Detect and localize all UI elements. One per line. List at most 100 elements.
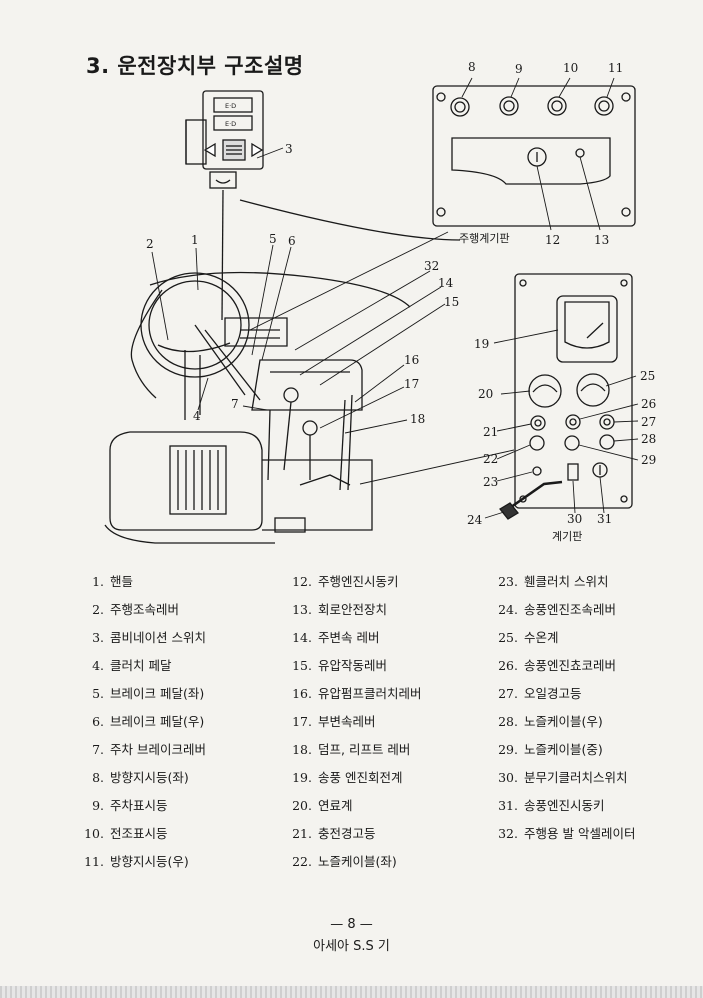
part-name: 송풍엔진조속레버 — [524, 602, 617, 617]
callout-10: 10 — [563, 61, 578, 75]
control-layout-diagram: 8 9 10 11 3 12 13 2 1 5 6 32 14 15 19 16… — [104, 60, 656, 544]
part-name: 주차표시등 — [110, 798, 168, 813]
switch-mark-bottom: E·D — [225, 120, 236, 128]
part-item: 7. 주차 브레이크레버 — [72, 736, 206, 764]
part-name: 송풍 엔진회전계 — [318, 770, 403, 785]
part-item: 31.송풍엔진시동키 — [486, 792, 635, 820]
part-item: 15. 유압작동레버 — [280, 652, 422, 680]
part-name: 송풍엔진시동키 — [524, 798, 605, 813]
part-name: 브레이크 페달(우) — [110, 714, 205, 729]
part-number: 20. — [292, 798, 312, 813]
part-name: 덤프, 리프트 레버 — [318, 742, 411, 757]
part-item: 24. 송풍엔진조속레버 — [486, 596, 635, 624]
part-item: 25.수온계 — [486, 624, 635, 652]
part-item: 14. 주변속 레버 — [280, 624, 422, 652]
parts-column-2: 12. 주행엔진시동키 13. 회로안전장치 14. 주변속 레버 15. 유압작동레버 16.… — [280, 568, 422, 876]
part-name: 노즐케이블(좌) — [318, 854, 397, 869]
part-item: 21.충전경고등 — [280, 820, 422, 848]
part-number: 10. — [84, 826, 104, 841]
part-name: 클러치 페달 — [110, 658, 172, 673]
part-item: 22. 노즐케이블(좌) — [280, 848, 422, 876]
part-name: 유압작동레버 — [318, 658, 388, 673]
part-name: 수온계 — [524, 630, 559, 645]
part-number: 32. — [498, 826, 518, 841]
callout-numbers: 8 9 10 11 3 12 13 2 1 5 6 32 14 15 19 16… — [146, 60, 656, 527]
callout-30: 30 — [567, 512, 582, 526]
part-number: 23. — [498, 574, 518, 589]
callout-14: 14 — [438, 276, 454, 290]
part-item: 16.유압펌프클러치레버 — [280, 680, 422, 708]
part-item: 26.송풍엔진쵸코레버 — [486, 652, 635, 680]
callout-29: 29 — [641, 453, 656, 467]
callout-15: 15 — [444, 295, 459, 309]
callout-6: 6 — [288, 234, 296, 248]
part-item: 20.연료계 — [280, 792, 422, 820]
part-number: 8. — [92, 770, 104, 785]
part-name: 주행엔진시동키 — [318, 574, 399, 589]
callout-24: 24 — [467, 513, 483, 527]
part-number: 15. — [292, 658, 312, 673]
part-item: 17. 부변속레버 — [280, 708, 422, 736]
instrument-panel-label: 계기판 — [552, 530, 582, 543]
callout-25: 25 — [640, 369, 655, 383]
combination-switch-drawing — [185, 90, 284, 321]
callout-9: 9 — [515, 62, 523, 76]
section-title: 3. 운전장치부 구조설명 — [86, 54, 304, 78]
part-number: 17. — [292, 714, 312, 729]
part-number: 4. — [92, 658, 104, 673]
part-item: 2.주행조속레버 — [72, 596, 206, 624]
part-item: 13. 회로안전장치 — [280, 596, 422, 624]
part-item: 5.브레이크 페달(좌) — [72, 680, 206, 708]
part-item: 30. 분무기클러치스위치 — [486, 764, 635, 792]
part-name: 노즐케이블(중) — [524, 742, 603, 757]
callout-28: 28 — [641, 432, 656, 446]
part-number: 19. — [292, 770, 312, 785]
part-item: 8.방향지시등(좌) — [72, 764, 206, 792]
part-number: 22. — [292, 854, 312, 869]
part-name: 주변속 레버 — [318, 630, 380, 645]
callout-21: 21 — [483, 425, 498, 439]
page-number: — 8 — — [330, 917, 373, 932]
part-number: 13. — [292, 602, 312, 617]
callout-4: 4 — [193, 409, 201, 423]
part-item: 6.브레이크 페달(우) — [72, 708, 206, 736]
part-item: 12. 주행엔진시동키 — [280, 568, 422, 596]
callout-12: 12 — [545, 233, 560, 247]
part-number: 14. — [292, 630, 312, 645]
part-name: 노즐케이블(우) — [524, 714, 603, 729]
callout-5: 5 — [269, 232, 277, 246]
part-number: 9. — [92, 798, 104, 813]
part-number: 29. — [498, 742, 518, 757]
part-name: 전조표시등 — [110, 826, 168, 841]
part-name: 송풍엔진쵸코레버 — [524, 658, 617, 673]
callout-11: 11 — [608, 61, 623, 75]
callout-8: 8 — [468, 60, 476, 74]
part-item: 10. 전조표시등 — [72, 820, 206, 848]
callout-20: 20 — [478, 387, 493, 401]
callout-23: 23 — [483, 475, 498, 489]
part-number: 7. — [92, 742, 104, 757]
part-number: 12. — [292, 574, 312, 589]
leader-lines — [151, 231, 515, 485]
part-name: 분무기클러치스위치 — [524, 770, 628, 785]
part-name: 브레이크 페달(좌) — [110, 686, 205, 701]
part-number: 2. — [92, 602, 104, 617]
part-name: 휀클러치 스위치 — [524, 574, 609, 589]
callout-27: 27 — [641, 415, 656, 429]
part-name: 충전경고등 — [318, 826, 376, 841]
part-item: 23. 휀클러치 스위치 — [486, 568, 635, 596]
part-name: 부변속레버 — [318, 714, 376, 729]
part-name: 핸들 — [110, 574, 134, 589]
part-name: 유압펌프클러치레버 — [318, 686, 422, 701]
part-item: 28.노즐케이블(우) — [486, 708, 635, 736]
callout-22: 22 — [483, 452, 498, 466]
part-name: 회로안전장치 — [318, 602, 388, 617]
callout-19: 19 — [474, 337, 489, 351]
main-instrument-panel-drawing — [484, 273, 639, 520]
part-name: 주차 브레이크레버 — [110, 742, 206, 757]
part-item: 18.덤프, 리프트 레버 — [280, 736, 422, 764]
part-number: 30. — [498, 770, 518, 785]
part-number: 24. — [498, 602, 518, 617]
